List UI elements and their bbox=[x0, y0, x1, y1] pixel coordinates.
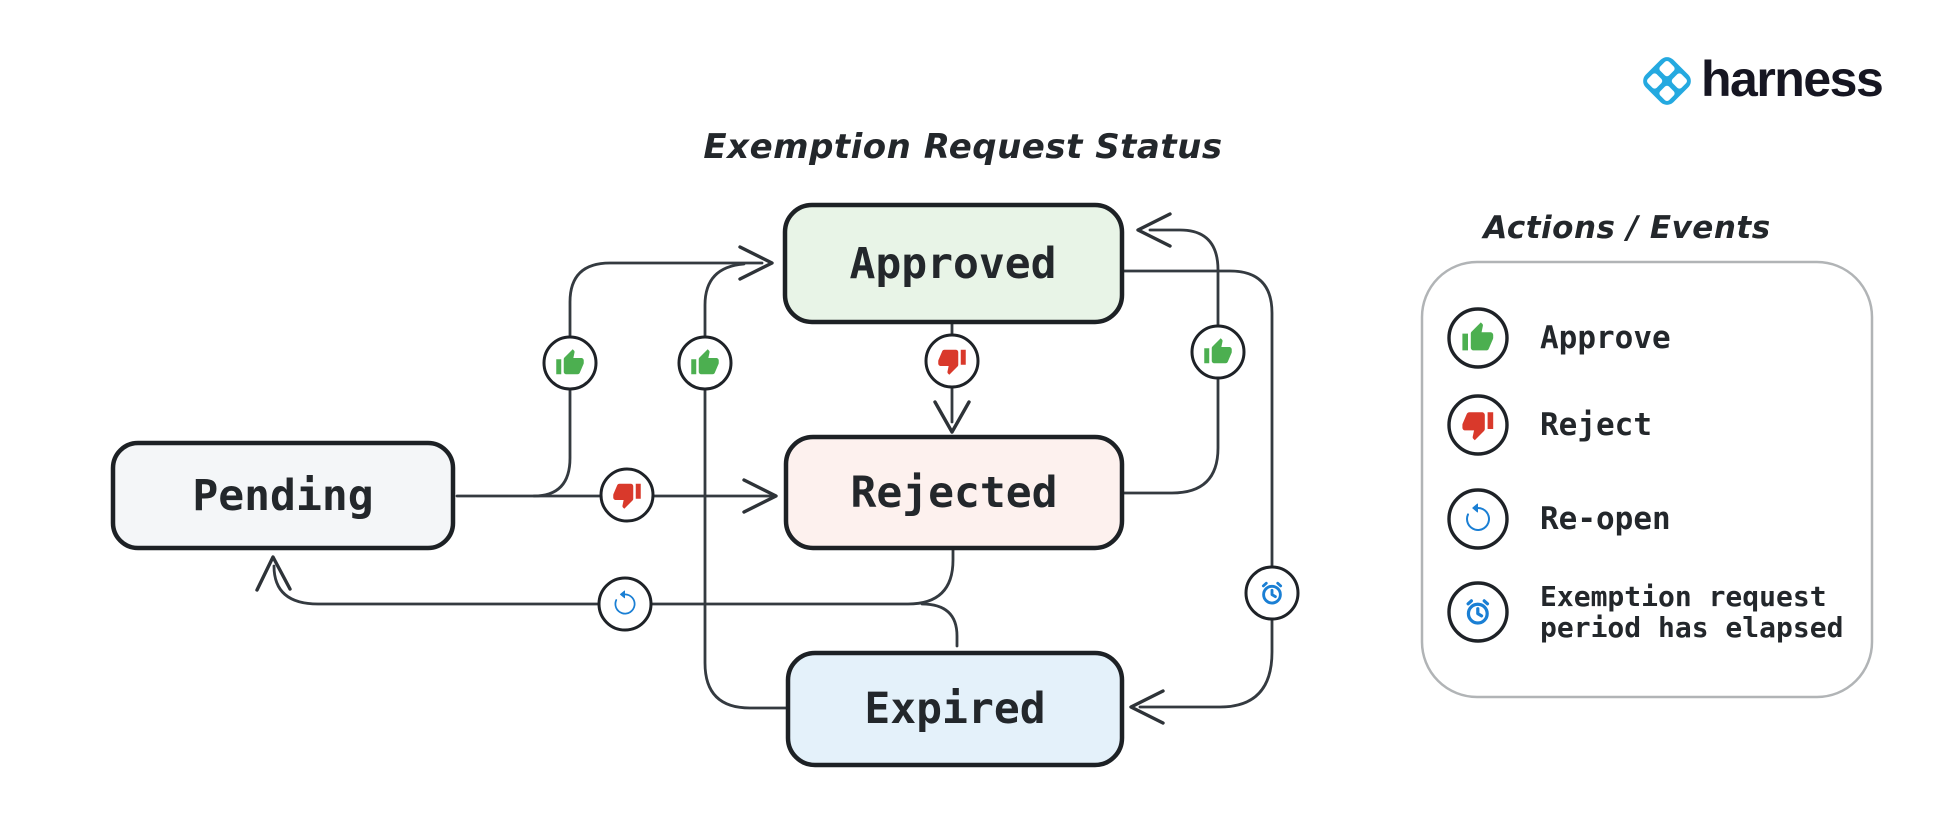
state-box-pending bbox=[110, 440, 456, 551]
legend-reject-badge bbox=[1447, 394, 1509, 456]
arrowhead-into-expired-right bbox=[1129, 689, 1165, 725]
edge-rejected-to-pending-reopen bbox=[272, 548, 955, 606]
legend-label-reject: Reject bbox=[1540, 407, 1652, 443]
arrowhead-into-rejected-top bbox=[933, 400, 971, 434]
arrowhead-into-pending-bottom bbox=[255, 555, 292, 592]
edge-action-badges bbox=[542, 324, 1300, 632]
arrowhead-into-approved-left bbox=[738, 245, 774, 281]
state-label-approved: Approved bbox=[849, 239, 1057, 289]
legend-label-period-elapsed-line1: Exemption request bbox=[1540, 580, 1827, 613]
arrowhead-into-approved-right bbox=[1136, 212, 1172, 248]
state-label-expired: Expired bbox=[864, 684, 1046, 734]
state-box-approved bbox=[782, 202, 1125, 325]
edge-expired-to-pending-reopen bbox=[920, 602, 959, 648]
legend-label-period-elapsed-line2: period has elapsed bbox=[1540, 611, 1844, 644]
reopen-badge bbox=[597, 576, 653, 632]
state-label-pending: Pending bbox=[192, 471, 374, 521]
reject-badge bbox=[924, 333, 980, 389]
edge-pending-to-approved bbox=[532, 261, 764, 498]
legend-label-period-elapsed: Exemption request period has elapsed bbox=[1540, 581, 1870, 643]
approve-badge bbox=[677, 335, 733, 391]
edge-rejected-to-approved bbox=[1122, 228, 1220, 495]
approve-badge bbox=[542, 335, 598, 391]
legend-label-approve: Approve bbox=[1540, 320, 1671, 356]
legend-period-elapsed-badge bbox=[1447, 581, 1509, 643]
diagram-title: Exemption Request Status bbox=[703, 127, 1223, 167]
edge-expired-to-approved bbox=[703, 262, 790, 710]
legend-reopen-badge bbox=[1447, 488, 1509, 550]
approve-badge bbox=[1190, 324, 1246, 380]
reject-badge bbox=[599, 467, 655, 523]
legend-panel-border bbox=[1420, 260, 1874, 699]
period-elapsed-badge bbox=[1244, 565, 1300, 621]
harness-logo-mark bbox=[1643, 57, 1691, 105]
legend-approve-badge bbox=[1447, 307, 1509, 369]
state-box-expired bbox=[785, 650, 1125, 768]
legend-panel bbox=[1420, 260, 1874, 699]
state-label-rejected: Rejected bbox=[850, 468, 1058, 518]
harness-logo-text: harness bbox=[1701, 51, 1884, 107]
edge-approved-to-expired bbox=[1122, 269, 1274, 709]
state-box-rejected bbox=[783, 434, 1125, 551]
arrowhead-into-rejected-left bbox=[742, 478, 778, 514]
legend-label-reopen: Re-open bbox=[1540, 501, 1671, 537]
legend-title: Actions / Events bbox=[1483, 210, 1771, 246]
harness-logo: harness bbox=[1639, 50, 1884, 112]
